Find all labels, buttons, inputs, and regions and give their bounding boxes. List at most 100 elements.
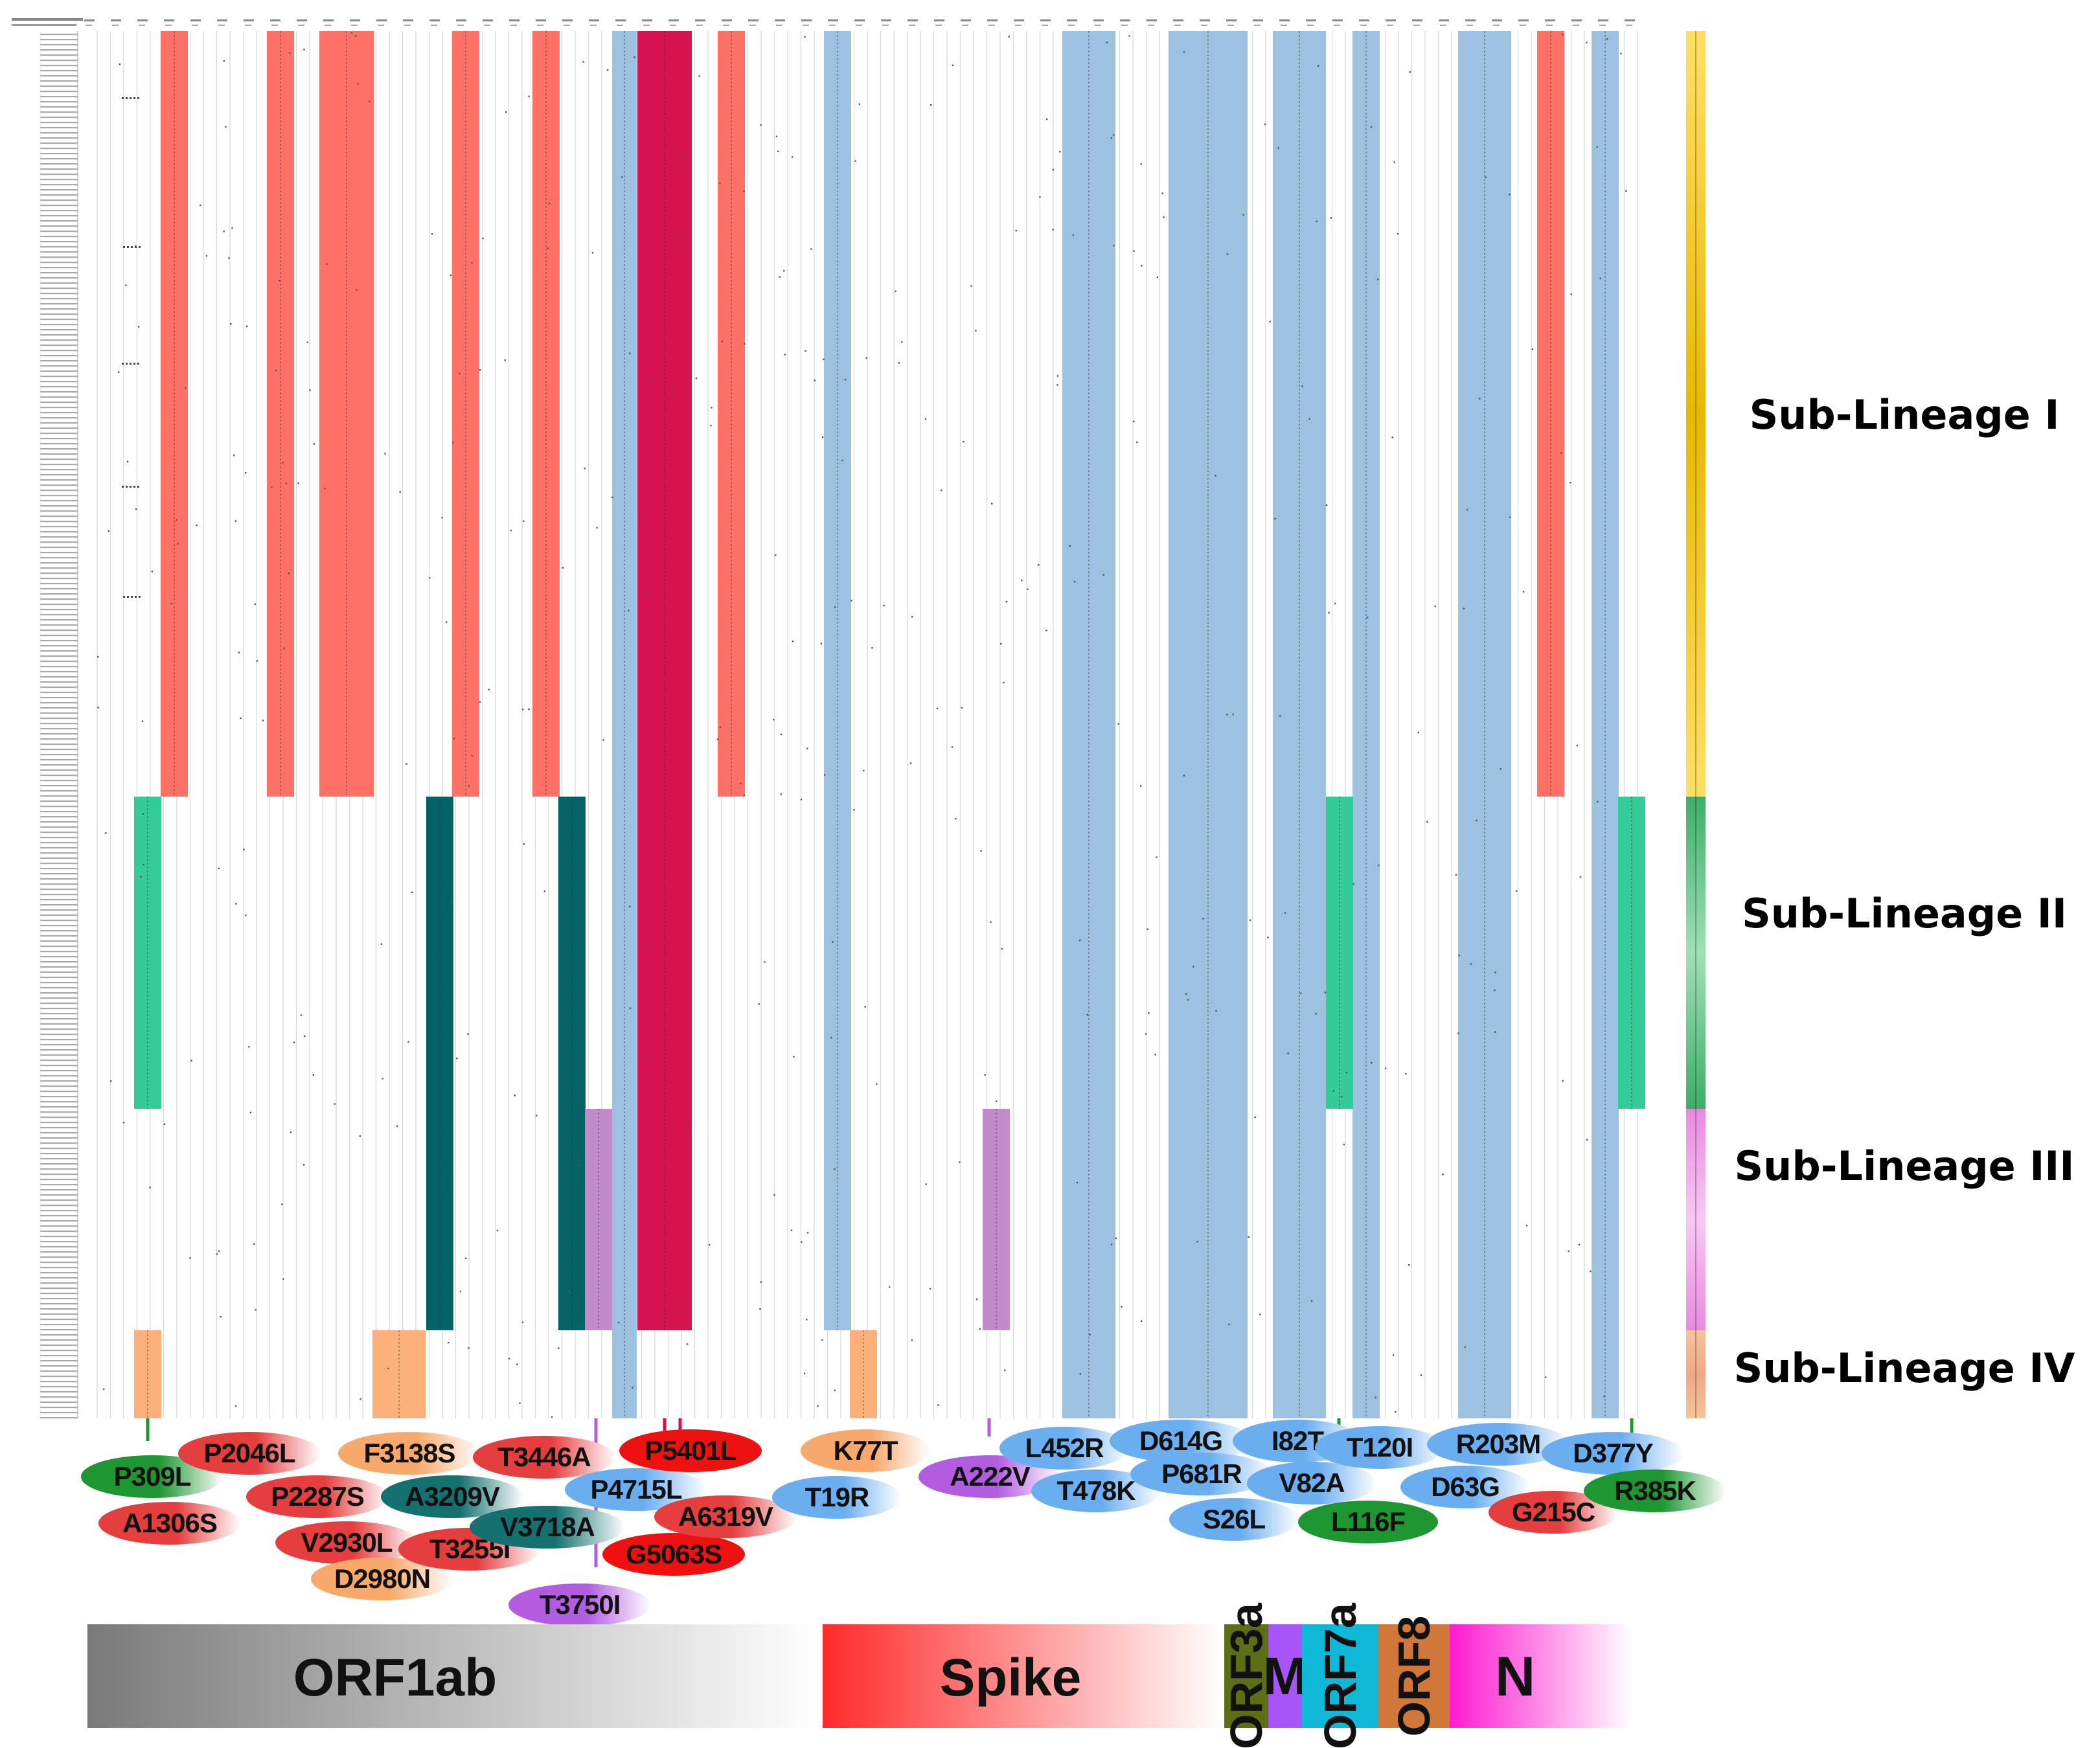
seq-dot <box>1545 1376 1547 1378</box>
header-mark <box>1307 25 1314 26</box>
header-mark <box>1201 25 1207 26</box>
seq-dot <box>1569 482 1571 484</box>
row-tick <box>40 971 78 973</box>
seq-dot <box>234 1405 237 1407</box>
seq-dot <box>1264 123 1266 126</box>
bar-peach <box>372 1330 426 1418</box>
seq-dot <box>1147 928 1148 930</box>
seq-dot <box>1378 864 1380 867</box>
mutation-ellipse <box>565 1468 707 1511</box>
bar-mint <box>134 797 161 1109</box>
seq-dot <box>793 1056 795 1058</box>
seq-dot <box>441 517 443 519</box>
row-tick <box>40 106 78 108</box>
seq-dot <box>1287 1052 1289 1054</box>
row-tick <box>40 676 78 678</box>
row-tick <box>40 1391 78 1393</box>
header-mark <box>961 19 971 21</box>
header-mark <box>271 25 278 26</box>
header-mark <box>1439 19 1449 21</box>
seq-dot <box>760 124 762 126</box>
header-mark <box>934 19 944 21</box>
row-tick <box>40 1194 78 1196</box>
mutation-ellipse <box>1400 1466 1530 1508</box>
seq-dot <box>1277 147 1279 149</box>
seq-dot <box>1417 731 1419 734</box>
row-tick <box>40 313 78 315</box>
seq-dot <box>306 341 309 343</box>
row-tick <box>40 215 78 217</box>
bar-peach <box>134 1330 161 1418</box>
header-mark <box>1332 19 1343 21</box>
seq-dot <box>822 436 824 438</box>
seq-dot <box>562 567 564 569</box>
seq-dot <box>930 104 932 106</box>
seq-dot <box>380 943 383 945</box>
mutation-label: T19R <box>805 1482 869 1512</box>
seq-dot <box>719 726 722 729</box>
header-mark <box>484 25 490 26</box>
seq-dot <box>975 330 977 332</box>
row-tick <box>40 655 78 657</box>
row-tick <box>40 930 78 932</box>
row-tick <box>40 1324 78 1326</box>
seq-dot <box>850 600 852 602</box>
seq-dot <box>289 52 291 54</box>
seq-dot <box>1110 137 1113 139</box>
seq-dot <box>523 520 525 522</box>
seq-dot <box>139 246 141 248</box>
row-tick <box>40 101 78 103</box>
seq-dot <box>126 97 128 99</box>
row-tick <box>40 1060 78 1061</box>
seq-dot <box>450 274 452 277</box>
seq-dot <box>282 462 284 464</box>
seq-dot <box>1500 767 1501 770</box>
row-tick <box>40 992 78 994</box>
row-tick <box>40 661 78 663</box>
seq-dot <box>170 603 172 605</box>
seq-dot <box>459 1290 462 1293</box>
seq-dot <box>1128 35 1130 37</box>
row-tick <box>40 904 78 906</box>
seq-dot <box>1141 1320 1143 1322</box>
seq-dot <box>743 190 745 192</box>
seq-dot <box>759 1308 761 1310</box>
header-mark <box>1598 19 1608 21</box>
seq-dot <box>1599 277 1601 280</box>
mutation-label: T478K <box>1056 1475 1136 1506</box>
seq-dot <box>937 1404 939 1406</box>
header-mark <box>749 25 756 26</box>
row-tick <box>40 386 78 388</box>
row-tick <box>40 210 78 212</box>
seq-dot <box>784 354 786 356</box>
seq-dot <box>1315 1013 1317 1015</box>
row-tick <box>40 391 78 393</box>
seq-dot <box>853 809 855 811</box>
row-tick <box>40 1298 78 1300</box>
seq-dot <box>309 389 311 391</box>
row-tick <box>40 174 78 176</box>
seq-dot <box>895 290 896 292</box>
seq-dot <box>1586 1139 1588 1141</box>
seq-dot <box>834 1168 836 1170</box>
row-tick <box>40 671 78 673</box>
bar-blue <box>824 31 851 1330</box>
seq-dot <box>1516 890 1518 892</box>
gene-block <box>823 1624 1223 1728</box>
seq-dot <box>990 921 992 924</box>
seq-dot <box>312 1074 314 1076</box>
header-mark <box>1412 19 1422 21</box>
seq-dot <box>1052 169 1054 171</box>
seq-dot <box>1392 1354 1395 1356</box>
header-mark <box>1093 19 1104 21</box>
seq-dot <box>456 1057 458 1060</box>
row-tick <box>40 277 78 279</box>
mutation-label: A222V <box>950 1461 1030 1492</box>
seq-dot <box>596 527 598 529</box>
seq-dot <box>185 387 187 389</box>
seq-dot <box>810 248 812 250</box>
row-tick <box>40 412 78 414</box>
seq-dot <box>133 486 135 488</box>
row-tick <box>40 1065 78 1067</box>
row-tick <box>40 873 78 875</box>
